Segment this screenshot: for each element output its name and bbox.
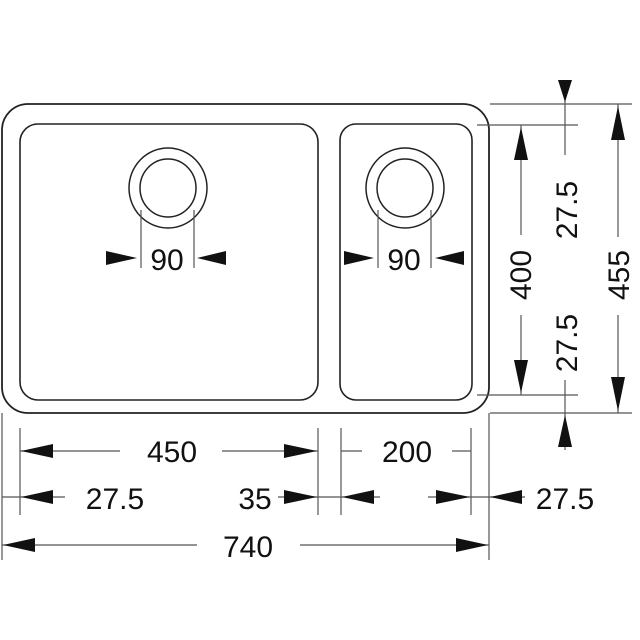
bowl-width-dimensions — [20, 444, 471, 458]
small-bowl-width-label: 200 — [382, 436, 432, 469]
left-drain — [106, 147, 226, 268]
large-bowl — [19, 123, 319, 401]
overall-width-label: 740 — [223, 531, 273, 564]
sink-outer-rim — [1, 103, 490, 414]
overall-depth-label: 455 — [603, 250, 636, 300]
left-rim-label: 27.5 — [86, 483, 144, 516]
right-rim-label: 27.5 — [536, 483, 594, 516]
small-bowl — [339, 123, 473, 401]
bowl-depth-label: 400 — [505, 250, 538, 300]
top-rim-label: 27.5 — [551, 181, 584, 239]
center-divider-label: 35 — [238, 483, 271, 516]
horizontal-extension-lines — [1, 413, 490, 560]
vertical-extension-lines — [477, 103, 632, 414]
rim-depth-dimension — [558, 80, 572, 450]
right-drain — [344, 147, 464, 268]
right-drain-diameter-label: 90 — [387, 244, 420, 277]
overall-depth-dimension — [611, 104, 625, 413]
left-drain-diameter-label: 90 — [150, 244, 183, 277]
bottom-rim-label: 27.5 — [551, 314, 584, 372]
bowl-depth-dimension — [514, 125, 528, 395]
rim-width-dimensions — [2, 490, 525, 504]
large-bowl-width-label: 450 — [147, 436, 197, 469]
overall-width-dimension — [2, 538, 489, 552]
